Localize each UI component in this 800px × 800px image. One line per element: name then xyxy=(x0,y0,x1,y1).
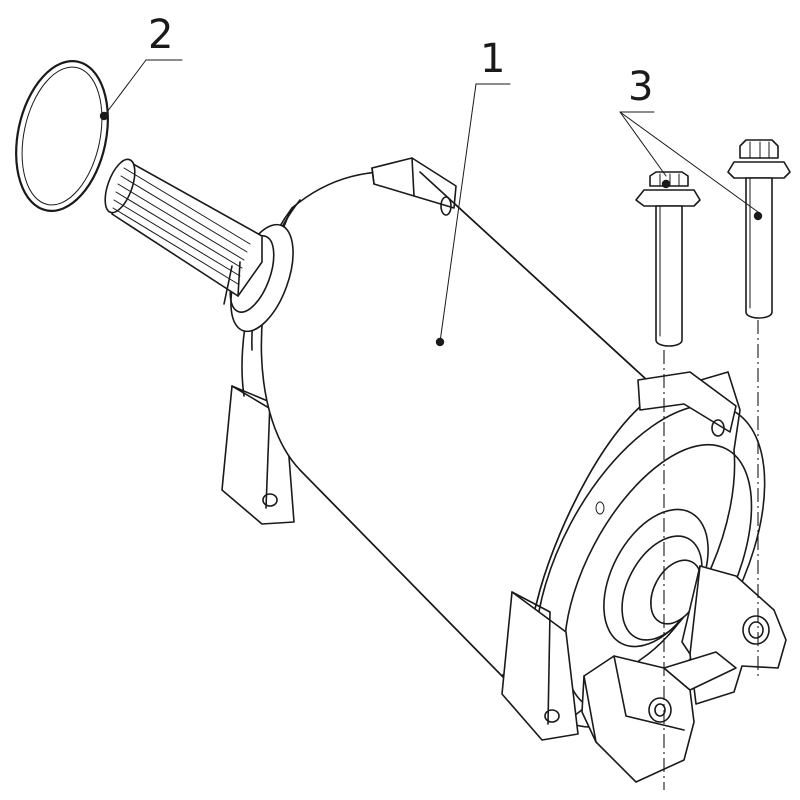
flange-bolt-left xyxy=(635,171,701,347)
starter-motor-part xyxy=(104,157,787,783)
callout-2: 2 xyxy=(99,12,183,121)
flange-bolt-right xyxy=(727,139,791,319)
callout-3-number: 3 xyxy=(628,64,653,110)
o-ring-part xyxy=(15,60,109,212)
callout-2-number: 2 xyxy=(148,12,173,58)
callout-1: 1 xyxy=(435,36,511,347)
callout-3: 3 xyxy=(619,64,763,221)
callout-1-number: 1 xyxy=(480,36,505,82)
